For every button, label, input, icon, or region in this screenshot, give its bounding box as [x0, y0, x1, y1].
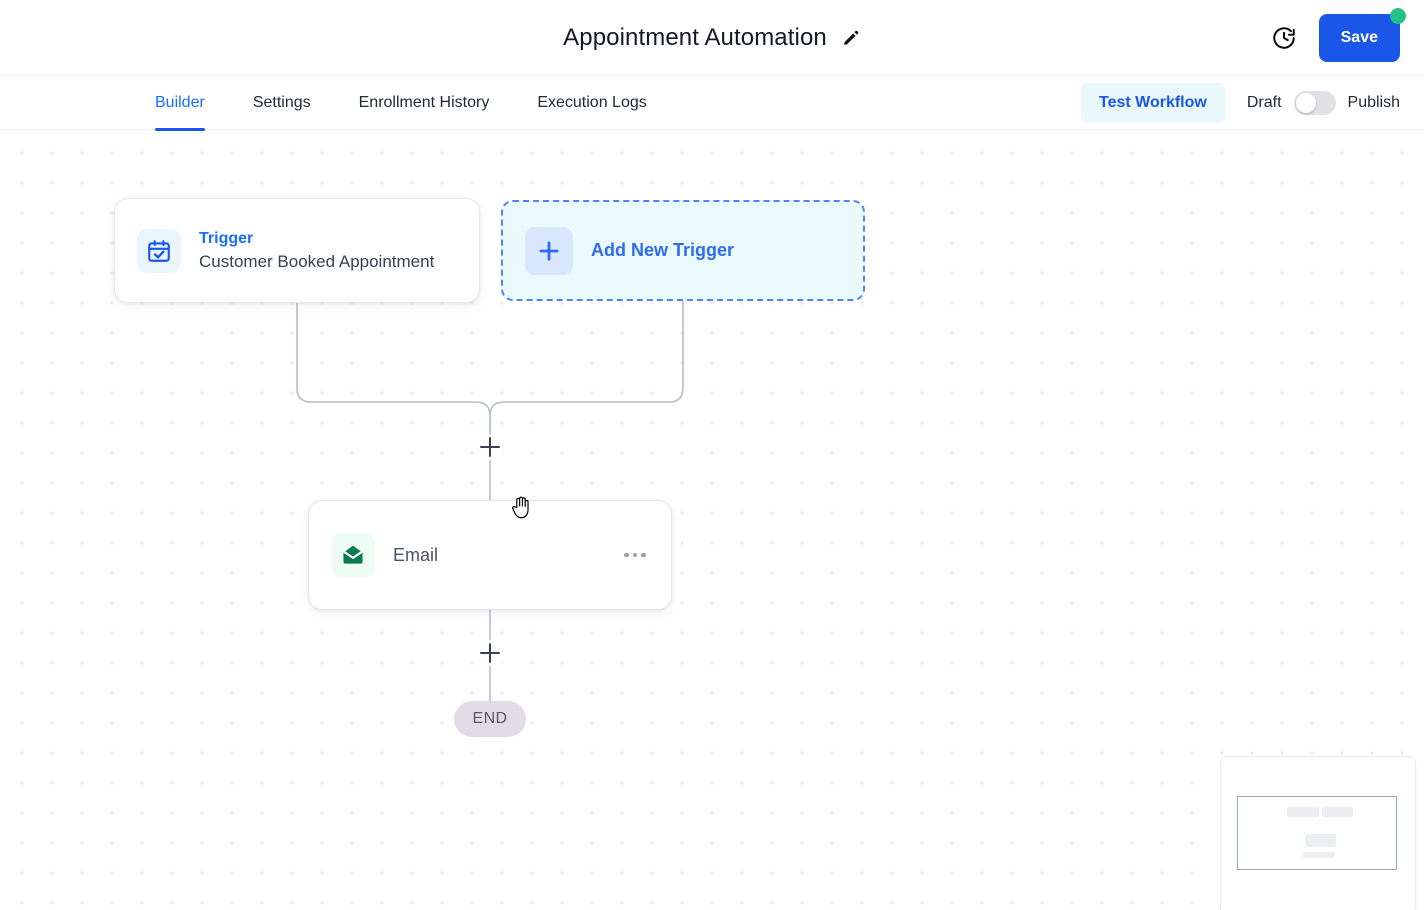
- trigger-node-kind: Trigger: [199, 229, 254, 247]
- minimap-node: [1287, 807, 1319, 817]
- minimap-node: [1305, 834, 1336, 847]
- email-envelope-icon: [331, 533, 375, 577]
- calendar-check-icon: [137, 228, 181, 273]
- plus-icon: [525, 226, 573, 275]
- page-title: Appointment Automation: [563, 24, 827, 51]
- publish-label: Publish: [1347, 94, 1400, 111]
- title-group: Appointment Automation: [0, 0, 1424, 76]
- publish-toggle[interactable]: [1293, 91, 1336, 115]
- minimap-node: [1322, 807, 1353, 817]
- tab-bar-actions: Test Workflow Draft Publish: [1080, 76, 1400, 130]
- unsaved-changes-dot-icon: [1390, 8, 1406, 24]
- tab-execution-logs[interactable]: Execution Logs: [537, 94, 647, 111]
- draft-label: Draft: [1246, 94, 1282, 111]
- publish-toggle-group: Draft Publish: [1247, 91, 1400, 115]
- email-node-label: Email: [393, 544, 439, 565]
- node-email[interactable]: Email: [308, 500, 672, 610]
- trigger-node-text: Trigger Customer Booked Appointment: [199, 229, 434, 272]
- add-step-after-email-button[interactable]: [477, 640, 503, 666]
- pencil-icon[interactable]: [841, 28, 861, 48]
- minimap-viewport[interactable]: [1237, 796, 1397, 870]
- node-trigger[interactable]: Trigger Customer Booked Appointment: [114, 198, 480, 303]
- header-actions: Save: [1271, 0, 1406, 76]
- canvas-minimap[interactable]: [1220, 756, 1416, 910]
- workflow-canvas[interactable]: Trigger Customer Booked Appointment Add …: [0, 130, 1424, 910]
- clock-history-icon[interactable]: [1271, 25, 1297, 51]
- tab-list: Builder Settings Enrollment History Exec…: [155, 76, 647, 131]
- tab-bar: Builder Settings Enrollment History Exec…: [0, 76, 1424, 131]
- tab-settings[interactable]: Settings: [252, 94, 311, 111]
- end-badge: END: [454, 701, 526, 737]
- trigger-node-subtitle: Customer Booked Appointment: [199, 251, 435, 271]
- add-new-trigger-card[interactable]: Add New Trigger: [501, 200, 865, 301]
- minimap-node: [1303, 852, 1335, 858]
- tab-enrollment-history[interactable]: Enrollment History: [358, 94, 490, 111]
- save-button[interactable]: Save: [1318, 14, 1400, 62]
- add-step-after-trigger-button[interactable]: [477, 434, 503, 460]
- test-workflow-button[interactable]: Test Workflow: [1080, 83, 1225, 123]
- add-new-trigger-label: Add New Trigger: [591, 240, 735, 260]
- save-button-wrap: Save: [1318, 8, 1406, 62]
- toggle-knob: [1295, 93, 1316, 113]
- more-options-icon[interactable]: [621, 543, 649, 567]
- app-header: Appointment Automation Save: [0, 0, 1424, 76]
- tab-builder[interactable]: Builder: [155, 76, 205, 131]
